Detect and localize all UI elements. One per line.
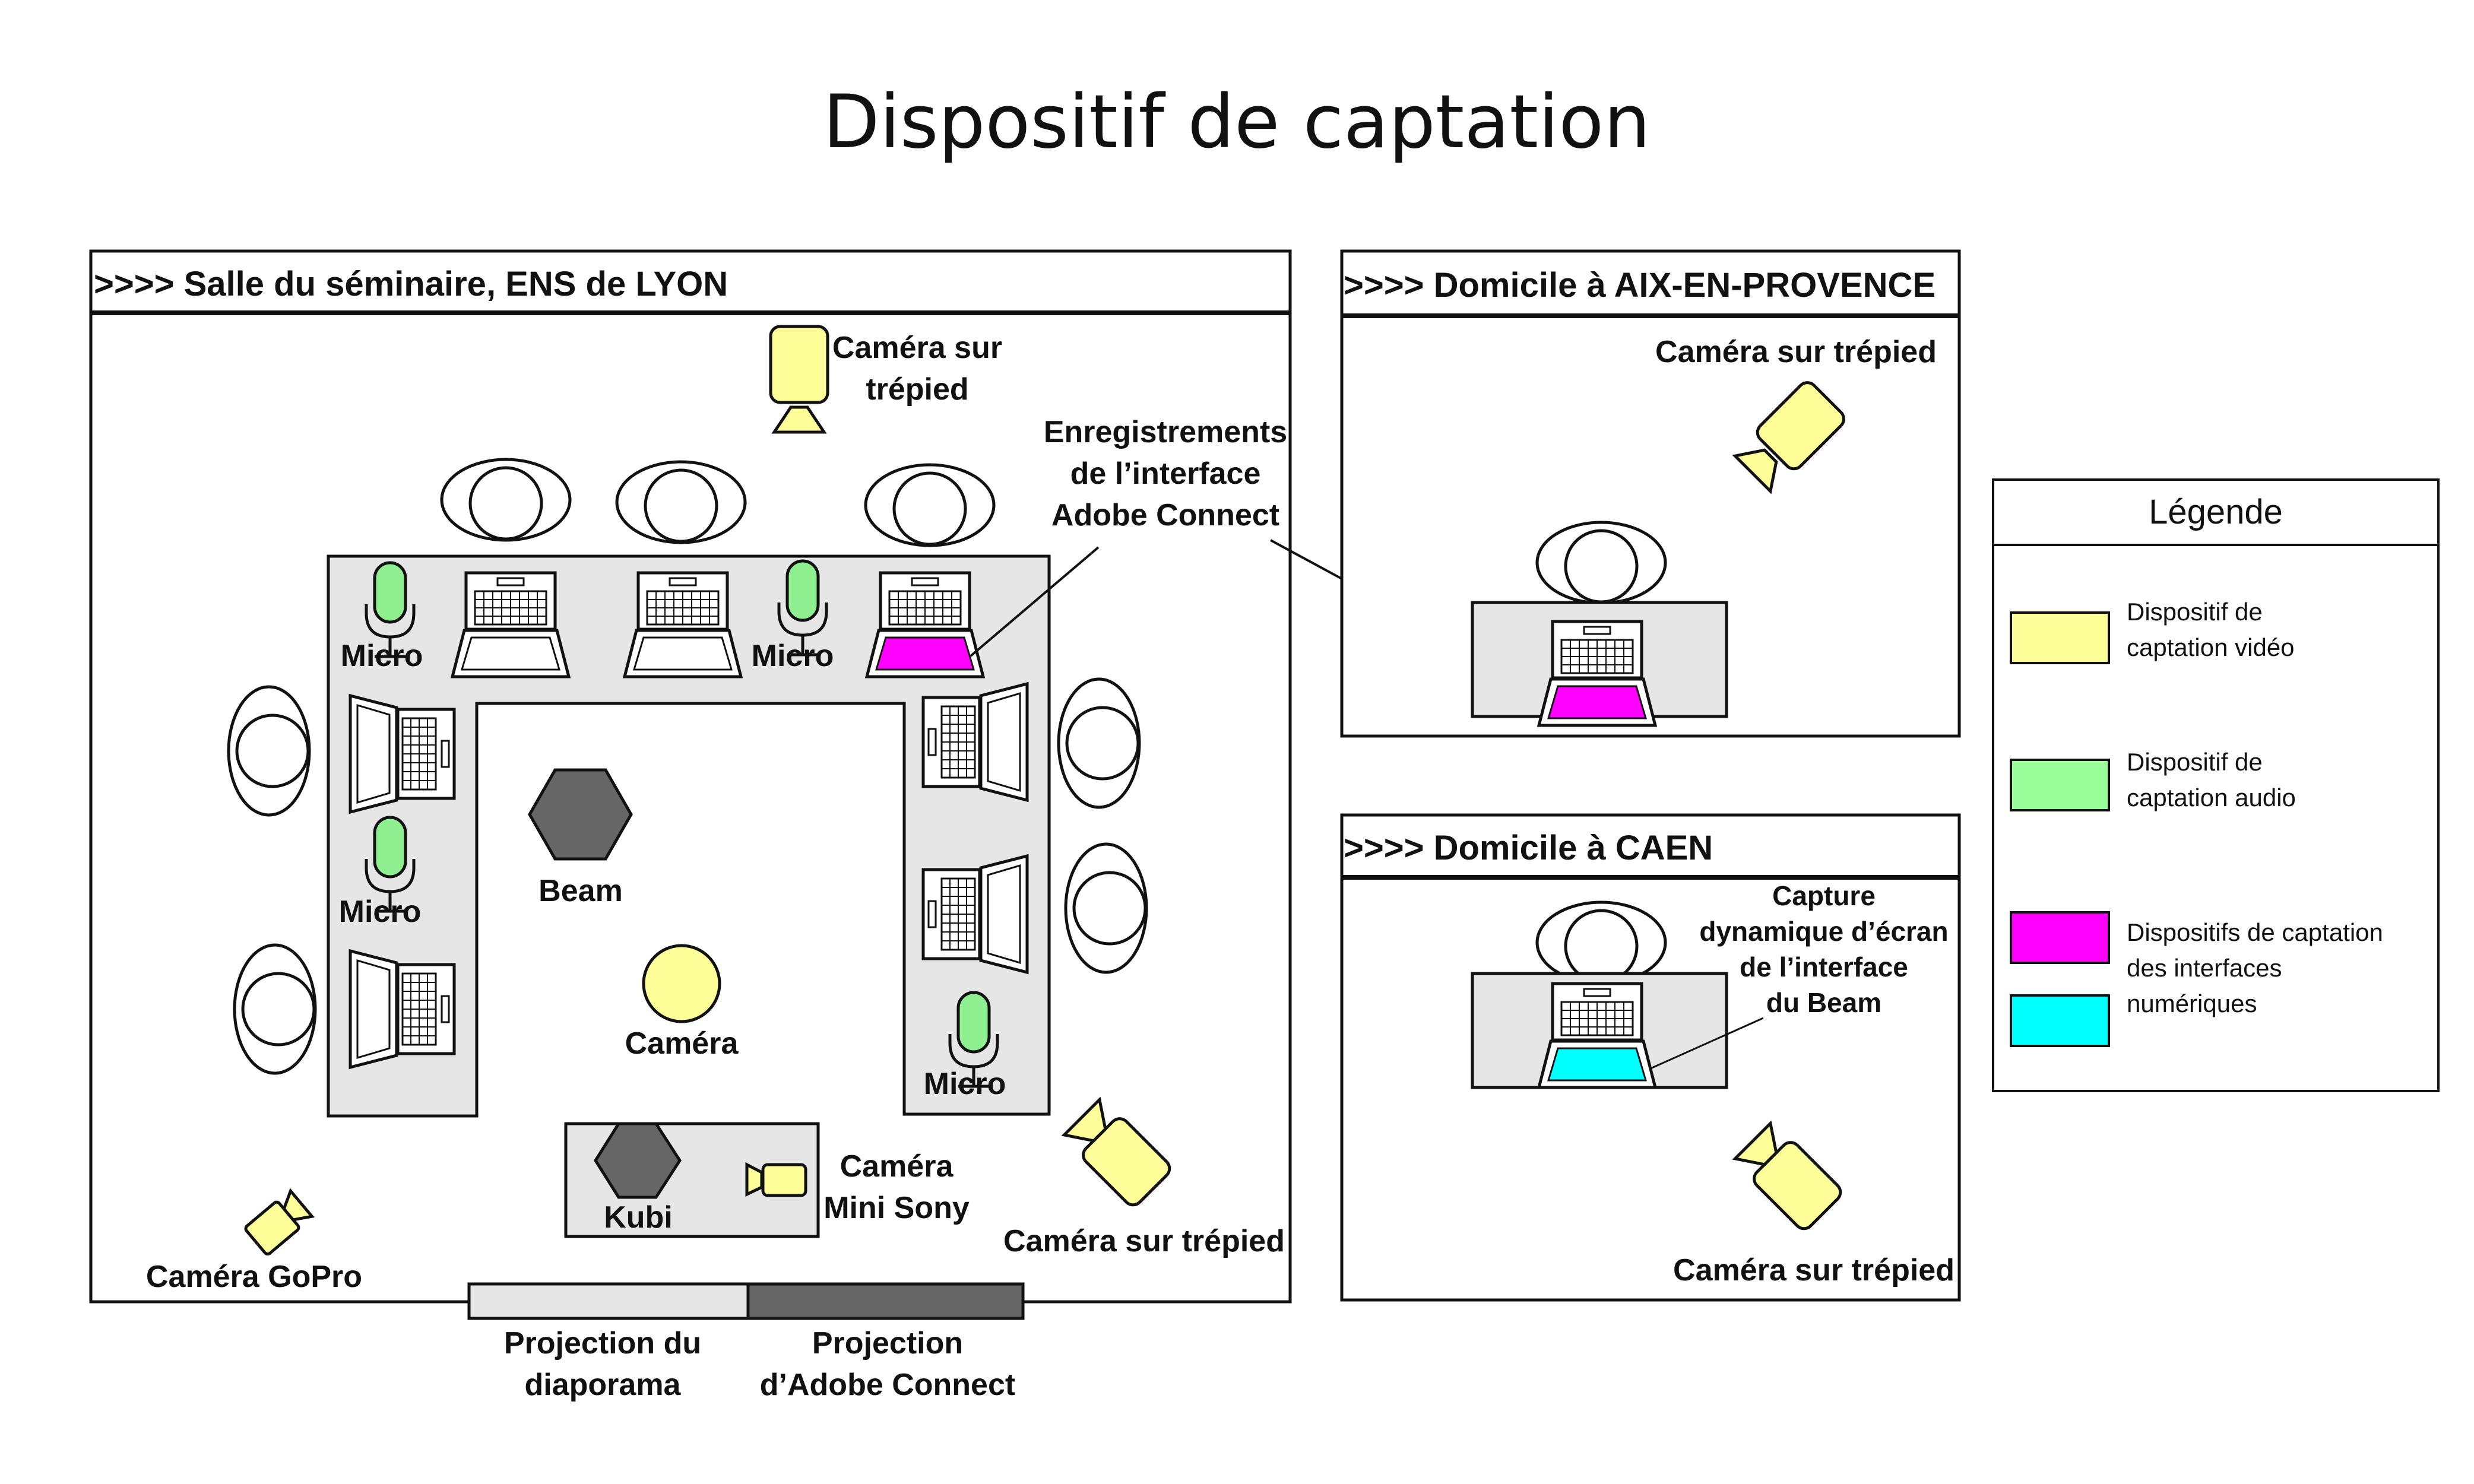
legend-title: Légende: [2149, 493, 2283, 531]
laptop-recording-icon: [1539, 621, 1655, 725]
micro-label: Micro: [339, 895, 422, 929]
tripod-camera-icon: [1732, 1120, 1842, 1231]
person-icon: [1537, 902, 1665, 983]
person-icon: [235, 945, 315, 1073]
person-icon: [1066, 844, 1146, 972]
mini-sony-label-1: Caméra: [840, 1149, 954, 1184]
micro-label: Micro: [341, 639, 423, 673]
laptop-icon: [452, 573, 569, 677]
proj-slides-label-2: diaporama: [525, 1368, 682, 1402]
tripod-bottom-label: Caméra sur trépied: [1003, 1224, 1285, 1258]
pointer-line: [1650, 1017, 1764, 1070]
legend-swatch-audio: [2010, 759, 2110, 811]
legend-swatch-interface-cyan: [2010, 994, 2110, 1047]
room-aix: >>>> Domicile à AIX-EN-PROVENCE Caméra s…: [1340, 249, 1961, 738]
adobe-rec-label-2: de l’interface: [1070, 456, 1261, 491]
legend-video-line-2: captation vidéo: [2127, 633, 2295, 661]
person-icon: [866, 465, 994, 546]
legend-swatch-video: [2010, 611, 2110, 664]
person-icon: [1059, 679, 1139, 807]
beam-label: Beam: [538, 874, 623, 908]
gopro-label: Caméra GoPro: [146, 1260, 362, 1294]
tripod-camera-icon: [1061, 1096, 1171, 1207]
person-icon: [1537, 522, 1665, 603]
legend-interface-line-2: des interfaces: [2127, 954, 2282, 982]
room-caen-header: >>>> Domicile à CAEN: [1344, 829, 1713, 867]
person-icon: [617, 462, 745, 543]
micro-label: Micro: [752, 639, 834, 673]
mini-sony-label-2: Mini Sony: [823, 1191, 970, 1225]
legend-audio-line-1: Dispositif de: [2127, 748, 2263, 776]
legend-swatch-interface-pink: [2010, 911, 2110, 964]
laptop-icon: [350, 951, 454, 1067]
laptop-icon: [625, 573, 741, 677]
legend-audio-line-2: captation audio: [2127, 784, 2296, 811]
mini-camera-icon: [745, 1162, 807, 1197]
adobe-rec-label-3: Adobe Connect: [1051, 498, 1279, 532]
laptop-icon: [923, 856, 1027, 972]
camera-icon: [642, 944, 721, 1023]
camera-label: Caméra: [625, 1026, 739, 1061]
page-title: Dispositif de captation: [823, 80, 1651, 165]
laptop-recording-icon: [867, 573, 983, 677]
caen-capture-label-2: dynamique d’écran: [1699, 916, 1948, 947]
laptop-icon: [923, 684, 1027, 800]
micro-label: Micro: [924, 1067, 1006, 1101]
kubi-label: Kubi: [604, 1200, 673, 1235]
legend: Légende Dispositif de captation vidéo Di…: [1992, 478, 2440, 1092]
tripod-top-label-2: trépied: [866, 372, 968, 407]
aix-tripod-label: Caméra sur trépied: [1655, 335, 1937, 369]
proj-slides-label-1: Projection du: [504, 1326, 701, 1361]
caen-tripod-label: Caméra sur trépied: [1673, 1253, 1955, 1288]
kubi-hexagon-icon: [594, 1122, 682, 1199]
proj-adobe-label-1: Projection: [812, 1326, 963, 1361]
room-lyon: >>>> Salle du séminaire, ENS de LYON Cam…: [89, 249, 1556, 1304]
caen-capture-label-3: de l’interface: [1740, 952, 1908, 982]
tripod-camera-icon: [1732, 381, 1845, 494]
u-table: [327, 554, 1051, 1118]
room-lyon-header: >>>> Salle du séminaire, ENS de LYON: [94, 265, 728, 303]
projection-adobe-screen: [746, 1282, 1025, 1320]
legend-interface-line-1: Dispositifs de captation: [2127, 918, 2383, 946]
legend-interface-line-3: numériques: [2127, 990, 2257, 1017]
tripod-top-label-1: Caméra sur: [832, 331, 1002, 365]
pointer-line: [970, 546, 1100, 657]
projection-slides-screen: [467, 1282, 750, 1320]
laptop-capture-icon: [1539, 984, 1655, 1087]
caen-capture-label-4: du Beam: [1766, 987, 1881, 1018]
gopro-camera-icon: [244, 1188, 315, 1256]
person-icon: [229, 687, 309, 815]
room-aix-header: >>>> Domicile à AIX-EN-PROVENCE: [1344, 266, 1936, 305]
beam-hexagon-icon: [528, 768, 633, 861]
person-icon: [442, 459, 570, 540]
room-caen: >>>> Domicile à CAEN Capture dynamique d…: [1340, 813, 1961, 1302]
adobe-rec-label-1: Enregistrements: [1044, 415, 1287, 449]
proj-adobe-label-2: d’Adobe Connect: [760, 1368, 1015, 1402]
legend-video-line-1: Dispositif de: [2127, 598, 2263, 626]
caen-capture-label-1: Capture: [1772, 880, 1876, 911]
laptop-icon: [350, 696, 454, 812]
